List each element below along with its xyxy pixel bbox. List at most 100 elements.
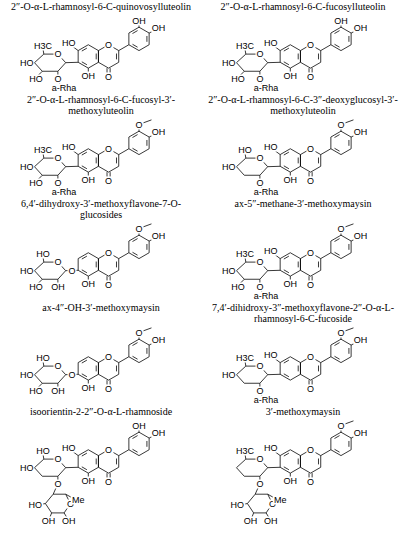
bond	[280, 62, 290, 68]
bond	[330, 33, 331, 45]
bond	[116, 158, 117, 164]
atom-label: O	[53, 50, 62, 59]
bond	[290, 253, 300, 259]
bond	[129, 339, 139, 345]
atom-label: a-Rha	[253, 396, 280, 405]
bond	[143, 328, 152, 331]
bond	[341, 27, 351, 33]
bond	[260, 468, 268, 477]
bond	[335, 44, 340, 47]
bond	[82, 152, 87, 155]
bond	[331, 339, 341, 345]
bond	[284, 467, 289, 470]
bond	[348, 348, 349, 354]
bond	[66, 166, 78, 167]
bond	[53, 494, 65, 495]
bond	[78, 357, 88, 363]
bond	[98, 270, 108, 276]
bond	[98, 51, 99, 63]
bond	[146, 36, 147, 42]
bond	[280, 357, 290, 363]
bond	[133, 356, 138, 359]
atom-label: O	[104, 477, 113, 486]
atom-label: OH	[81, 383, 97, 392]
atom-label: OH	[81, 175, 97, 184]
bond	[290, 149, 300, 155]
bond	[78, 51, 79, 63]
bond	[311, 270, 321, 276]
bond	[300, 166, 310, 172]
bond	[34, 158, 43, 167]
atom-label: OH	[81, 476, 97, 485]
bond	[116, 262, 117, 268]
bond	[43, 257, 45, 262]
bond	[300, 270, 310, 276]
atom-label: O	[306, 176, 315, 185]
atom-label: OH	[151, 128, 167, 137]
atom-label: O	[53, 362, 62, 371]
bond	[290, 357, 300, 363]
bond	[58, 271, 66, 280]
bond	[118, 155, 119, 167]
atom-label: a-Rha	[51, 188, 78, 197]
bond	[34, 167, 42, 176]
bond	[128, 438, 129, 450]
bond	[300, 456, 301, 468]
bond	[82, 467, 87, 470]
bond	[290, 62, 300, 68]
atom-label: O	[306, 384, 315, 393]
bond	[300, 51, 301, 63]
bond	[260, 167, 268, 176]
atom-label: OH	[151, 24, 167, 33]
atom-label: OH	[81, 279, 97, 288]
bond	[331, 27, 341, 33]
bond	[345, 120, 354, 123]
bond	[45, 504, 51, 513]
bond	[139, 432, 149, 438]
bond	[58, 375, 66, 384]
bond	[133, 135, 138, 138]
bond	[311, 467, 321, 473]
atom-label: HO	[221, 370, 237, 379]
atom-label: OH	[283, 71, 299, 80]
bond	[300, 374, 310, 380]
bond	[82, 453, 87, 456]
atom-label: HO	[230, 283, 246, 292]
atom-label: O	[255, 283, 264, 292]
bond	[109, 467, 119, 473]
bond	[129, 131, 139, 137]
bond	[284, 62, 289, 65]
bond	[45, 494, 53, 503]
bond	[280, 450, 290, 456]
atom-label: H3C	[235, 41, 255, 50]
bond	[236, 459, 245, 468]
bond	[236, 375, 244, 384]
atom-label: OH	[353, 128, 369, 137]
bond	[116, 366, 117, 372]
bond	[133, 31, 138, 34]
bond	[236, 158, 245, 167]
bond	[98, 259, 99, 271]
bond	[96, 459, 97, 465]
bond	[58, 63, 66, 72]
atom-label: O	[104, 40, 113, 49]
atom-label: Me	[71, 495, 86, 504]
bond	[34, 468, 42, 477]
bond	[43, 49, 45, 54]
bond	[146, 441, 147, 447]
atom-label: O	[104, 280, 113, 289]
bond	[321, 45, 331, 51]
bond	[318, 158, 319, 164]
bond	[280, 259, 281, 271]
atom-label: OH	[131, 16, 147, 25]
bond	[119, 253, 129, 259]
bond	[290, 166, 300, 172]
bond	[330, 241, 331, 253]
bond	[330, 137, 331, 149]
bond	[98, 51, 99, 63]
bond	[129, 357, 139, 363]
bond	[98, 374, 108, 380]
atom-label: OH	[81, 71, 97, 80]
bond	[82, 48, 87, 51]
bond	[88, 45, 98, 51]
